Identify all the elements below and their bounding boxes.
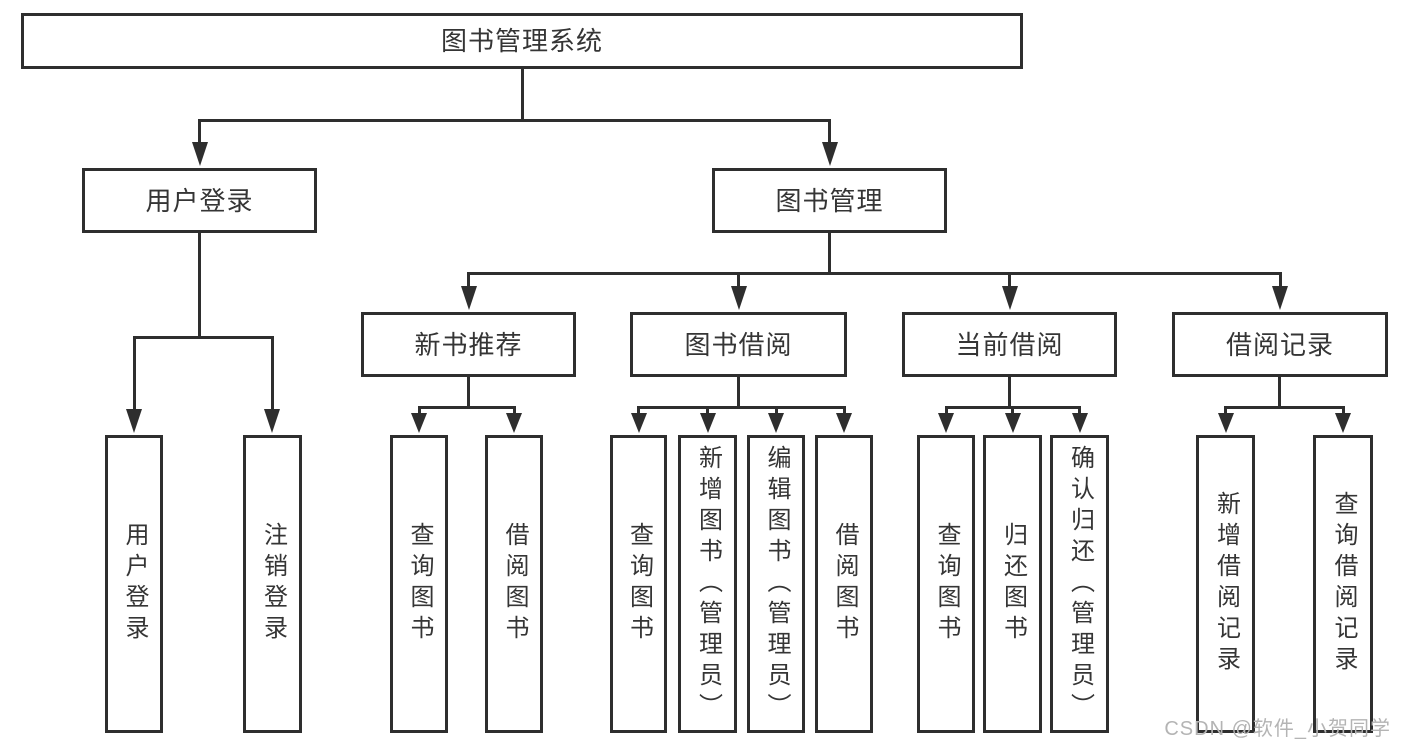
arrow-shaft [828,120,831,144]
arrowhead [1071,413,1088,433]
node-box-br-query: 查询借阅记录 [1313,435,1373,733]
node-box-bb-edit: 编辑图书（管理员） [747,435,805,733]
arrow-down-icon [1272,273,1288,310]
arrow-down-icon [1004,407,1021,433]
arrow-shaft [1224,407,1227,415]
node-box-user-login: 用户登录 [82,168,317,233]
arrow-down-icon [460,273,477,310]
node-box-cb-return: 归还图书 [983,435,1042,733]
arrow-down-icon [938,407,954,433]
arrow-shaft [467,273,470,288]
node-box-cb-query: 查询图书 [917,435,975,733]
arrow-shaft [270,337,274,411]
node-box-nb-borrow: 借阅图书 [485,435,543,733]
node-box-leaf-login: 用户登录 [105,435,163,733]
arrowhead [1335,413,1351,433]
arrowhead [730,286,747,310]
arrow-shaft [706,407,709,415]
arrow-down-icon [730,273,747,310]
arrowhead [1272,286,1288,310]
node-box-nb-query: 查询图书 [390,435,448,733]
arrow-shaft [132,337,136,411]
connector-line-vertical [1278,377,1281,408]
arrow-down-icon [1217,407,1234,433]
arrow-shaft [842,407,846,415]
arrow-down-icon [1071,407,1088,433]
connector-line-vertical [520,69,524,121]
arrow-shaft [1278,273,1282,288]
node-box-book-borrow: 图书借阅 [630,312,847,377]
arrow-down-icon [506,407,522,433]
connector-line-horizontal [417,405,516,409]
watermark: CSDN @软件_小贺同学 [1164,718,1391,740]
arrow-down-icon [191,120,208,166]
node-box-cb-confirm: 确认归还（管理员） [1050,435,1109,733]
arrow-down-icon [1335,407,1351,433]
connector-line-horizontal [132,335,274,339]
arrow-down-icon [768,407,784,433]
arrow-shaft [774,407,778,415]
node-box-book-mgmt: 图书管理 [712,168,947,233]
arrowhead [506,413,522,433]
node-box-bb-borrow: 借阅图书 [815,435,873,733]
arrow-down-icon [264,337,280,433]
connector-line-vertical [1008,377,1011,408]
arrowhead [191,142,208,166]
arrow-shaft [417,407,421,415]
arrow-down-icon [126,337,142,433]
node-box-leaf-logout: 注销登录 [243,435,302,733]
arrowhead [768,413,784,433]
arrow-shaft [512,407,516,415]
arrow-shaft [944,407,948,415]
arrowhead [938,413,954,433]
arrowhead [1001,286,1018,310]
connector-line-vertical [828,233,831,274]
connector-line-horizontal [637,405,846,409]
arrow-down-icon [411,407,427,433]
arrow-shaft [637,407,640,415]
arrowhead [264,409,280,433]
arrowhead [460,286,477,310]
arrow-shaft [1008,273,1011,288]
node-box-new-book-rec: 新书推荐 [361,312,576,377]
node-box-bb-add: 新增图书（管理员） [678,435,737,733]
arrowhead [126,409,142,433]
arrow-shaft [198,120,201,144]
connector-line-vertical [467,377,470,408]
arrow-down-icon [821,120,838,166]
arrowhead [836,413,852,433]
arrow-down-icon [630,407,647,433]
connector-line-horizontal [467,271,1282,275]
arrowhead [630,413,647,433]
arrowhead [1004,413,1021,433]
node-box-bb-query: 查询图书 [610,435,667,733]
arrowhead [821,142,838,166]
arrow-down-icon [836,407,852,433]
arrow-shaft [1341,407,1345,415]
arrow-shaft [1011,407,1014,415]
node-box-root: 图书管理系统 [21,13,1023,69]
node-box-borrow-record: 借阅记录 [1172,312,1388,377]
arrow-down-icon [699,407,716,433]
arrow-down-icon [1001,273,1018,310]
arrowhead [1217,413,1234,433]
arrowhead [411,413,427,433]
node-box-current-borrow: 当前借阅 [902,312,1117,377]
connector-line-vertical [198,233,201,338]
arrow-shaft [1078,407,1081,415]
connector-line-vertical [737,377,740,408]
arrowhead [699,413,716,433]
node-box-br-add: 新增借阅记录 [1196,435,1255,733]
connector-line-horizontal [1224,405,1345,409]
connector-line-horizontal [198,118,831,122]
arrow-shaft [737,273,740,288]
